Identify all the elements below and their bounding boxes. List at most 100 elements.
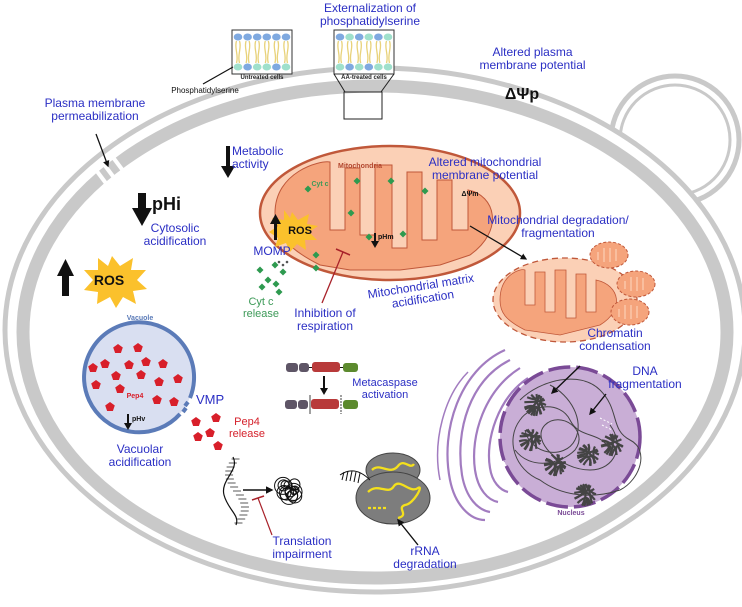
bilayer-untreated bbox=[231, 29, 293, 75]
phosphatidylserine-pointer bbox=[202, 66, 234, 85]
lipid-head bbox=[383, 63, 393, 71]
cyt-c-molecule bbox=[275, 288, 283, 296]
cyt-c-molecule bbox=[399, 230, 407, 238]
pep4-molecule bbox=[205, 428, 215, 437]
phv-label: pHv bbox=[132, 416, 146, 423]
lipid-head bbox=[335, 33, 345, 41]
pep4-molecule bbox=[133, 343, 143, 352]
cyt-c-molecule bbox=[312, 264, 320, 272]
pep4-molecule bbox=[100, 359, 110, 368]
metacaspase-active bbox=[285, 395, 358, 414]
cyt-c-inner-label: Cyt c bbox=[311, 181, 329, 188]
vacuole bbox=[82, 320, 196, 435]
nucleus-label: Nucleus bbox=[557, 510, 585, 517]
metabolic-activity-down-arrow bbox=[221, 146, 235, 178]
pep4-molecule bbox=[173, 374, 183, 383]
cyt-c-molecule bbox=[353, 177, 361, 185]
pep4-molecule bbox=[124, 360, 134, 369]
momp-dots bbox=[277, 260, 289, 267]
lipid-head bbox=[281, 33, 291, 41]
pep4-molecule bbox=[113, 344, 123, 353]
pep4-molecule bbox=[141, 357, 151, 366]
cyt-c-molecule bbox=[279, 268, 287, 276]
cyt-c-released-cluster bbox=[256, 261, 287, 296]
rrna-degradation-arrow bbox=[397, 518, 419, 546]
permeabilization-arrow bbox=[95, 133, 110, 168]
phi-label: pHi bbox=[152, 194, 181, 214]
vmp-label: VMP bbox=[196, 392, 225, 407]
fragmented-mitochondria bbox=[492, 241, 656, 343]
chromatin-clump bbox=[523, 393, 547, 417]
lipid-head bbox=[364, 63, 374, 71]
lipid-head bbox=[345, 63, 354, 71]
chromatin-clump bbox=[518, 428, 542, 452]
lipid-tail bbox=[365, 40, 372, 64]
pep4-molecule bbox=[213, 441, 223, 450]
ros-cytosol-label: ROS bbox=[93, 272, 125, 288]
pep4-molecule bbox=[105, 402, 115, 411]
lipid-head bbox=[252, 63, 262, 71]
pep4-molecule bbox=[152, 395, 162, 404]
inhibition-respiration-tbar bbox=[321, 248, 351, 304]
cyt-c-molecule bbox=[304, 185, 312, 193]
aa-treated-cells-label: AA-treated cells bbox=[341, 75, 387, 81]
pep4-molecule bbox=[154, 377, 164, 386]
lipid-tail bbox=[385, 40, 391, 64]
lipid-head bbox=[272, 33, 281, 41]
mrna-helix bbox=[222, 456, 249, 526]
ros-mito-up-arrow bbox=[270, 214, 281, 240]
cyt-c-molecule bbox=[256, 266, 264, 274]
lipid-head bbox=[364, 33, 374, 41]
lipid-tail bbox=[283, 40, 289, 64]
delta-psi-m-label: ΔΨm bbox=[461, 191, 479, 198]
phm-down-arrow bbox=[371, 233, 379, 248]
chromatin-condensation-arrow bbox=[550, 365, 581, 394]
phv-down-arrow bbox=[124, 414, 132, 430]
pep4-molecule bbox=[158, 359, 168, 368]
pep4-molecule bbox=[111, 371, 121, 380]
lipid-head bbox=[383, 33, 393, 41]
lipid-tail bbox=[375, 40, 382, 64]
mitochondria-label: Mitochondria bbox=[338, 163, 382, 170]
vacuole-label: Vacuole bbox=[126, 315, 154, 322]
metacaspase-activation-arrow bbox=[320, 376, 328, 395]
cyt-c-molecule bbox=[312, 251, 320, 259]
lipid-head bbox=[374, 33, 383, 41]
lipid-head bbox=[354, 63, 364, 71]
lipid-head bbox=[233, 33, 243, 41]
lipid-tail bbox=[337, 40, 343, 64]
lipid-head bbox=[262, 63, 272, 71]
ros-mito-label: ROS bbox=[288, 225, 312, 237]
pep4-inside-label: Pep4 bbox=[126, 393, 144, 400]
lipid-head bbox=[272, 63, 281, 71]
lipid-head bbox=[233, 63, 243, 71]
phosphatidylserine-label: Phosphatidylserine bbox=[171, 86, 239, 95]
dna-fragmentation-arrow bbox=[589, 393, 607, 416]
pep4-molecule bbox=[115, 384, 125, 393]
lipid-head bbox=[252, 33, 262, 41]
cyt-c-molecule bbox=[264, 276, 272, 284]
chromatin-clump bbox=[574, 483, 597, 507]
cyt-c-molecule bbox=[365, 233, 373, 241]
cyt-c-molecule bbox=[272, 280, 280, 288]
ros-burst-cytosol bbox=[84, 256, 147, 308]
lipid-tail bbox=[254, 40, 261, 64]
mitochondrion bbox=[258, 144, 522, 282]
pep4-molecule bbox=[211, 413, 221, 422]
delta-psi-p-label: ΔΨp bbox=[504, 86, 540, 103]
lipid-tail bbox=[346, 40, 353, 64]
pep4-molecule bbox=[88, 363, 98, 372]
cyt-c-molecule bbox=[258, 283, 266, 291]
pep4-molecule bbox=[193, 432, 203, 441]
pep4-molecule bbox=[191, 417, 201, 426]
